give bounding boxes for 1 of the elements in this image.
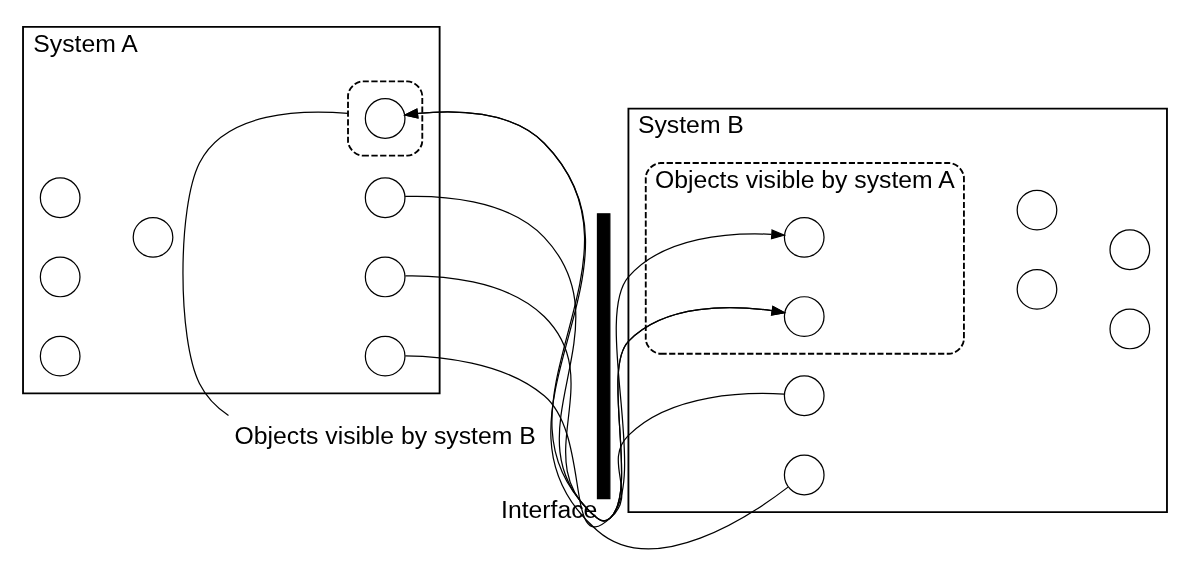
node-text: Objects visible by system B [234, 421, 536, 449]
